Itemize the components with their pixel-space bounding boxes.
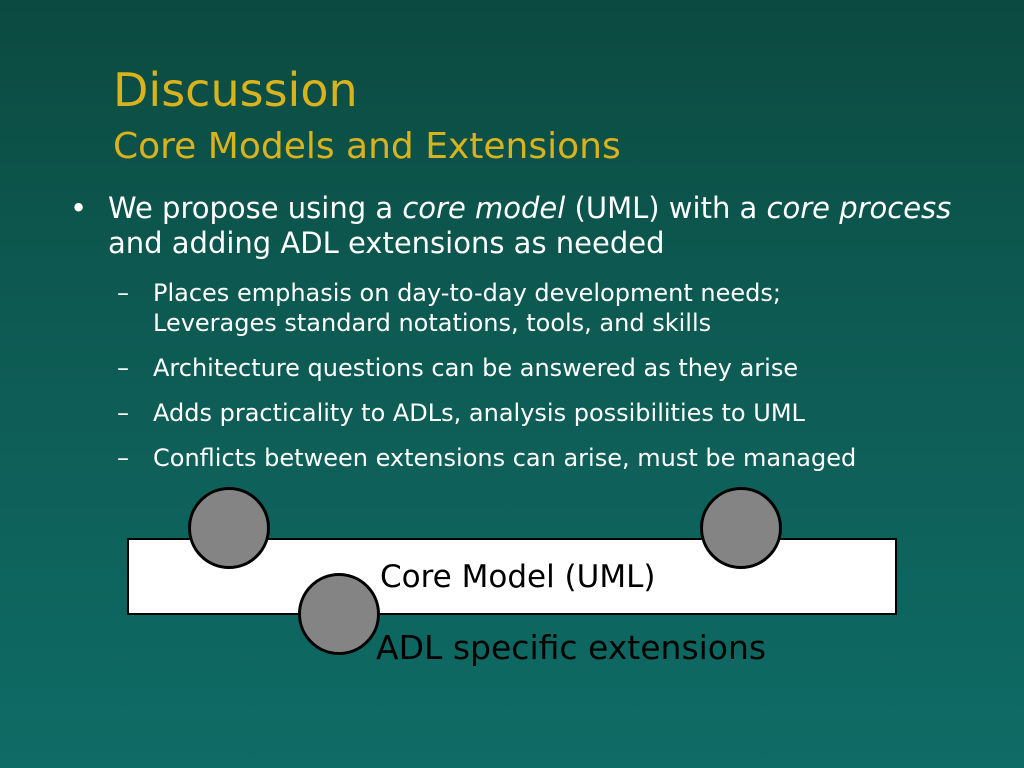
sub-bullet-list: – Places emphasis on day-to-day developm… (117, 278, 997, 488)
main-bullet-part1: We propose using a (108, 191, 403, 225)
extension-circle-left (188, 487, 270, 569)
adl-extensions-label: ADL specific extensions (376, 628, 767, 667)
core-model-label: Core Model (UML) (380, 559, 656, 595)
sub-bullet: – Places emphasis on day-to-day developm… (117, 278, 997, 338)
sub-bullet-text: Conflicts between extensions can arise, … (153, 444, 857, 472)
sub-bullet: – Architecture questions can be answered… (117, 353, 997, 383)
dash-marker: – (117, 279, 129, 307)
extension-circle-bottom (298, 573, 380, 655)
main-bullet-part2: (UML) with a (565, 191, 767, 225)
bullet-marker: • (70, 191, 88, 225)
main-bullet-italic-core-model: core model (402, 191, 566, 225)
dash-marker: – (117, 354, 129, 382)
main-bullet-italic-core-process: core process (766, 191, 952, 225)
sub-bullet-text: Places emphasis on day-to-day developmen… (117, 278, 997, 338)
sub-bullet-text: Architecture questions can be answered a… (153, 354, 799, 382)
sub-bullet-text: Adds practicality to ADLs, analysis poss… (153, 399, 805, 427)
main-bullet-text: We propose using a core model (UML) with… (108, 191, 958, 261)
dash-marker: – (117, 444, 129, 472)
sub-bullet-line: Places emphasis on day-to-day developmen… (153, 279, 781, 307)
sub-bullet-line: Leverages standard notations, tools, and… (153, 309, 712, 337)
sub-bullet: – Conflicts between extensions can arise… (117, 443, 997, 473)
extension-circle-right (700, 487, 782, 569)
slide-title: Discussion (113, 63, 358, 117)
sub-bullet: – Adds practicality to ADLs, analysis po… (117, 398, 997, 428)
main-bullet-part3: and adding ADL extensions as needed (108, 226, 665, 260)
dash-marker: – (117, 399, 129, 427)
slide-subtitle: Core Models and Extensions (113, 126, 621, 167)
